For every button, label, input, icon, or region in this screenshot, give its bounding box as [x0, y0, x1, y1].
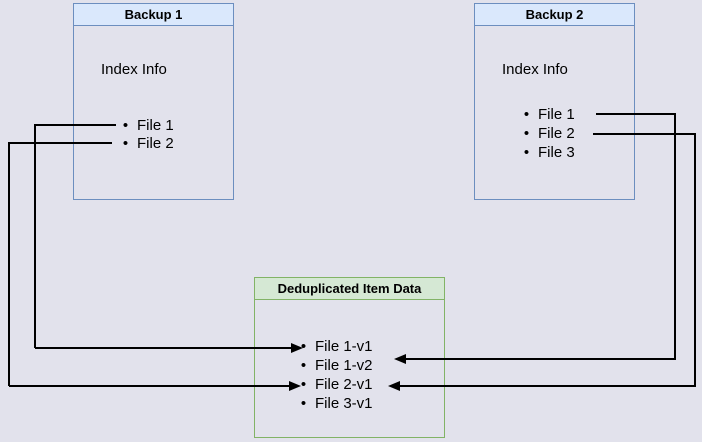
connector-segment	[674, 113, 676, 359]
backup1-box: Backup 1 Index Info • File 1 • File 2	[73, 3, 234, 200]
dedup-item-file1v2: • File 1-v2	[299, 356, 373, 376]
dedup-item-file2v1: • File 2-v1	[299, 375, 373, 395]
arrowhead-left-icon	[394, 354, 406, 364]
connector-segment	[593, 133, 696, 135]
bullet-icon: •	[523, 125, 530, 142]
dedup-item-file1v1-label: File 1-v1	[315, 338, 373, 355]
backup2-box: Backup 2 Index Info • File 1 • File 2 • …	[474, 3, 635, 200]
bullet-icon: •	[122, 135, 129, 152]
backup2-item-file2-label: File 2	[538, 125, 575, 142]
dedup-item-file1v2-label: File 1-v2	[315, 357, 373, 374]
backup1-item-file1: • File 1	[121, 116, 174, 136]
backup2-item-file1: • File 1	[522, 105, 575, 125]
dedup-item-file2v1-label: File 2-v1	[315, 376, 373, 393]
dedup-box: Deduplicated Item Data • File 1-v1 • Fil…	[254, 277, 445, 438]
dedup-item-file1v1: • File 1-v1	[299, 337, 373, 357]
connector-segment	[35, 124, 116, 126]
arrowhead-right-icon	[289, 381, 301, 391]
connector-segment	[8, 142, 10, 386]
backup1-item-file1-label: File 1	[137, 117, 174, 134]
dedup-title: Deduplicated Item Data	[255, 278, 444, 300]
connector-segment	[9, 142, 112, 144]
backup1-item-file2: • File 2	[121, 134, 174, 154]
connector-segment	[9, 385, 289, 387]
backup1-index-info-label: Index Info	[101, 61, 167, 78]
bullet-icon: •	[300, 338, 307, 355]
backup2-item-file3: • File 3	[522, 143, 575, 163]
bullet-icon: •	[122, 117, 129, 134]
dedup-item-file3v1: • File 3-v1	[299, 394, 373, 414]
backup1-title: Backup 1	[74, 4, 233, 26]
connector-segment	[596, 113, 676, 115]
connector-segment	[694, 133, 696, 386]
backup2-item-file1-label: File 1	[538, 106, 575, 123]
dedup-item-file3v1-label: File 3-v1	[315, 395, 373, 412]
backup2-title: Backup 2	[475, 4, 634, 26]
connector-segment	[34, 124, 36, 348]
backup2-item-file3-label: File 3	[538, 144, 575, 161]
bullet-icon: •	[300, 376, 307, 393]
backup2-item-file2: • File 2	[522, 124, 575, 144]
connector-segment	[406, 358, 676, 360]
bullet-icon: •	[523, 106, 530, 123]
bullet-icon: •	[300, 395, 307, 412]
connector-segment	[400, 385, 696, 387]
connector-segment	[35, 347, 291, 349]
arrowhead-left-icon	[388, 381, 400, 391]
bullet-icon: •	[300, 357, 307, 374]
backup1-item-file2-label: File 2	[137, 135, 174, 152]
bullet-icon: •	[523, 144, 530, 161]
arrowhead-right-icon	[291, 343, 303, 353]
backup2-index-info-label: Index Info	[502, 61, 568, 78]
